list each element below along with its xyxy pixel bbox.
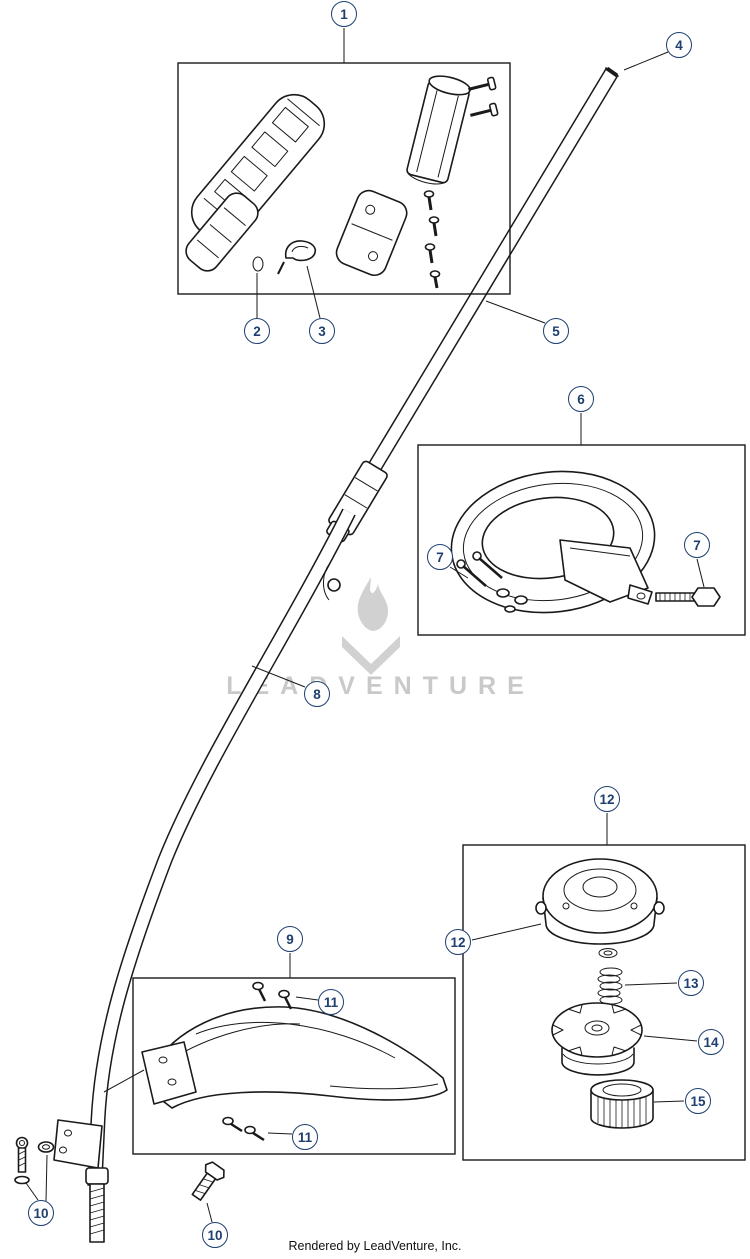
footer-credit: Rendered by LeadVenture, Inc. bbox=[288, 1239, 462, 1253]
lower-handle-half bbox=[185, 192, 259, 272]
callout-11-bottom[interactable]: 11 bbox=[292, 1124, 318, 1150]
callout-13[interactable]: 13 bbox=[678, 970, 704, 996]
leader-lines bbox=[25, 28, 705, 1223]
callout-12-top[interactable]: 12 bbox=[594, 786, 620, 812]
clamp-plate bbox=[335, 189, 408, 277]
trigger-clip bbox=[277, 240, 317, 275]
guard-screws bbox=[456, 551, 528, 613]
gearhead-washer bbox=[37, 1141, 55, 1153]
gearhead-bracket bbox=[53, 1119, 103, 1169]
callout-12-inner[interactable]: 12 bbox=[445, 929, 471, 955]
part-group-box-12 bbox=[462, 844, 746, 1161]
callout-7-left[interactable]: 7 bbox=[427, 544, 453, 570]
callout-4[interactable]: 4 bbox=[666, 32, 692, 58]
callout-2[interactable]: 2 bbox=[244, 318, 270, 344]
callout-10-left[interactable]: 10 bbox=[28, 1200, 54, 1226]
string-guard bbox=[450, 470, 656, 614]
gearhead-bolt bbox=[14, 1136, 30, 1185]
shield-screws-bottom bbox=[222, 1116, 265, 1142]
callout-10-right[interactable]: 10 bbox=[202, 1222, 228, 1248]
debris-shield bbox=[151, 1006, 448, 1109]
spool bbox=[551, 1002, 643, 1076]
shield-screws-top bbox=[252, 981, 293, 1010]
bump-knob bbox=[590, 1079, 654, 1129]
o-ring bbox=[252, 256, 264, 272]
arbor-bolt bbox=[191, 1161, 225, 1201]
callout-3[interactable]: 3 bbox=[309, 318, 335, 344]
callout-6[interactable]: 6 bbox=[568, 386, 594, 412]
part-group-box-9 bbox=[132, 977, 456, 1155]
handle-screws-right bbox=[468, 76, 499, 117]
spool-washer bbox=[598, 948, 618, 958]
guard-bolt bbox=[655, 587, 721, 607]
spool-spring bbox=[597, 967, 623, 1005]
watermark-text: LEADVENTURE bbox=[226, 672, 535, 700]
callout-1[interactable]: 1 bbox=[331, 1, 357, 27]
callout-8[interactable]: 8 bbox=[304, 681, 330, 707]
mounting-screws-column bbox=[423, 190, 441, 289]
throttle-tube bbox=[406, 75, 471, 185]
callout-15[interactable]: 15 bbox=[685, 1088, 711, 1114]
spool-housing bbox=[535, 858, 665, 945]
callout-14[interactable]: 14 bbox=[698, 1029, 724, 1055]
callout-7-right[interactable]: 7 bbox=[684, 532, 710, 558]
callout-11-top[interactable]: 11 bbox=[318, 989, 344, 1015]
drive-shaft-upper bbox=[361, 66, 619, 482]
callout-5[interactable]: 5 bbox=[543, 318, 569, 344]
drive-shaft-lower bbox=[87, 508, 356, 1186]
callout-9[interactable]: 9 bbox=[277, 926, 303, 952]
watermark-logo-icon bbox=[342, 577, 400, 675]
shaft-threaded-end bbox=[85, 1167, 109, 1243]
shield-bracket bbox=[141, 1041, 197, 1105]
